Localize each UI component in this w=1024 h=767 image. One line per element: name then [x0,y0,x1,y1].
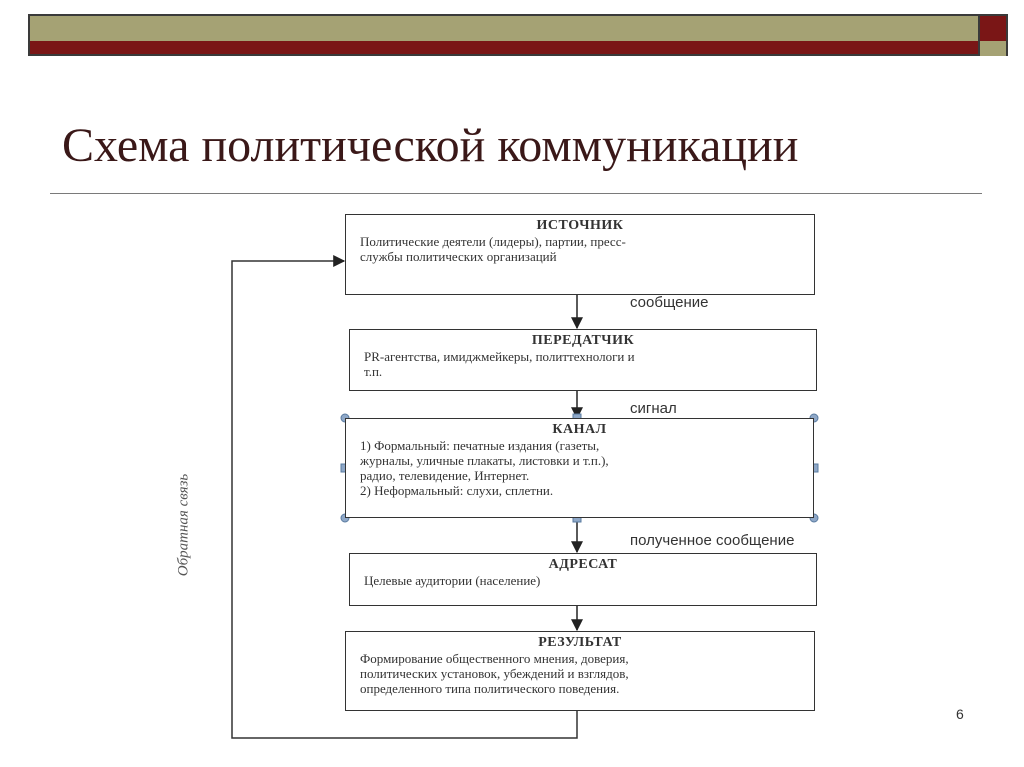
node-result-text: Формирование общественного мнения, довер… [360,651,629,696]
node-addressee-text: Целевые аудитории (население) [364,573,541,588]
edge-label-feedback: Обратная связь [175,473,192,577]
node-channel-title: КАНАЛ [552,422,607,437]
header-corner-block [980,14,1008,56]
edge-label-signal: сигнал [630,400,677,417]
edge-label-message: сообщение [630,294,709,311]
feedback-loop-line [231,255,578,739]
node-result: РЕЗУЛЬТАТ Формирование общественного мне… [345,631,815,711]
node-source-title: ИСТОЧНИК [536,218,624,233]
node-source: ИСТОЧНИК Политические деятели (лидеры), … [345,214,815,295]
slide-title: Схема политической коммуникации [62,119,799,172]
page-number: 6 [956,706,964,722]
node-transmitter: ПЕРЕДАТЧИК PR-агентства, имиджмейкеры, п… [349,329,817,391]
edge-label-received-message: полученное сообщение [630,532,795,549]
node-transmitter-title: ПЕРЕДАТЧИК [531,333,635,348]
node-source-text: Политические деятели (лидеры), партии, п… [360,234,626,264]
header-bar-maroon-stripe [30,41,978,54]
node-channel: КАНАЛ 1) Формальный: печатные издания (г… [345,418,814,518]
node-addressee-title: АДРЕСАТ [548,557,618,572]
header-bar-olive-stripe [30,16,978,41]
node-channel-text: 1) Формальный: печатные издания (газеты,… [360,438,609,498]
title-divider [50,193,982,194]
node-transmitter-text: PR-агентства, имиджмейкеры, политтехноло… [364,349,635,379]
node-addressee: АДРЕСАТ Целевые аудитории (население) [349,553,817,606]
node-result-title: РЕЗУЛЬТАТ [538,635,622,650]
header-bar [28,14,980,56]
